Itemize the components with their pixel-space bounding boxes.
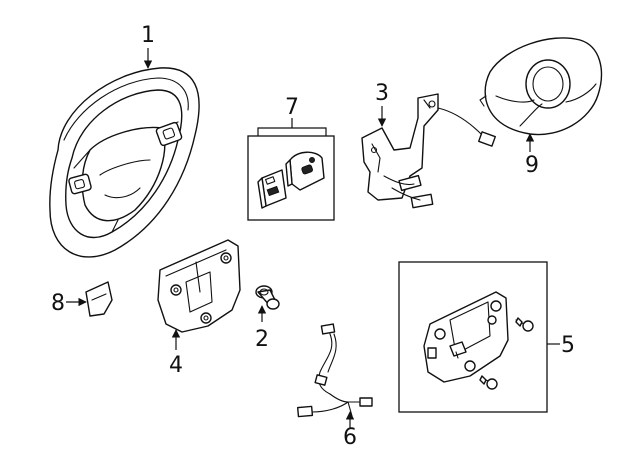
callout-8: 8 xyxy=(51,291,65,316)
callout-7: 7 xyxy=(285,95,299,120)
screw xyxy=(479,375,498,390)
trim-cover xyxy=(85,281,113,317)
air-bag-module xyxy=(479,37,603,136)
steering-wheel xyxy=(49,67,200,258)
wire-harness xyxy=(296,323,373,418)
cover-with-screws xyxy=(398,261,548,413)
switch-set xyxy=(247,135,335,221)
callout-9: 9 xyxy=(525,153,539,178)
bushing xyxy=(255,285,280,310)
callout-4: 4 xyxy=(169,353,183,378)
screw xyxy=(449,341,467,359)
callout-5: 5 xyxy=(561,333,575,358)
leader-lines xyxy=(66,48,560,428)
bracket-with-wiring xyxy=(361,93,496,209)
back-cover xyxy=(157,239,241,333)
callout-3: 3 xyxy=(375,81,389,106)
callout-6: 6 xyxy=(343,425,357,450)
screw xyxy=(515,317,534,332)
callout-2: 2 xyxy=(255,327,269,352)
callout-1: 1 xyxy=(141,23,155,48)
